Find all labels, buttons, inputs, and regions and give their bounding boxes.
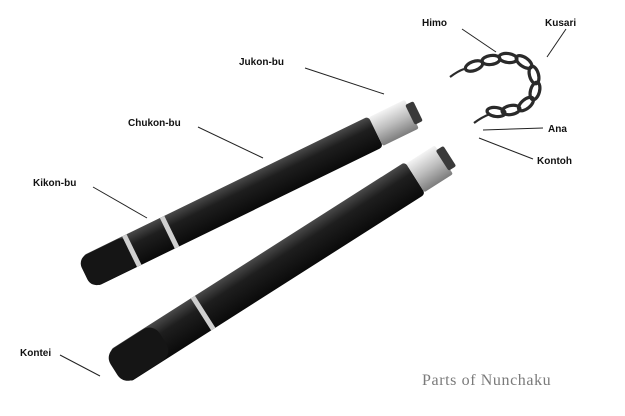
stick-lower-band bbox=[190, 295, 216, 331]
label-kontoh: Kontoh bbox=[537, 156, 572, 167]
stick-upper-band-2 bbox=[159, 215, 180, 249]
label-kontei: Kontei bbox=[20, 348, 51, 359]
leader-kikon-bu bbox=[92, 186, 148, 219]
stick-upper bbox=[80, 100, 423, 286]
leader-himo bbox=[461, 28, 497, 53]
chain-link-9 bbox=[485, 105, 507, 119]
chain-link-8 bbox=[500, 103, 522, 117]
leader-chukon-bu bbox=[197, 126, 264, 159]
leader-ana bbox=[482, 127, 544, 131]
stick-upper-body bbox=[83, 117, 382, 285]
stick-upper-band-1 bbox=[122, 234, 142, 267]
stick-lower-ferrule-cap bbox=[436, 146, 456, 171]
leader-kontei bbox=[59, 354, 101, 377]
leader-lines bbox=[59, 28, 567, 377]
label-chukon-bu: Chukon-bu bbox=[128, 118, 181, 129]
stick-upper-end-cap bbox=[80, 238, 138, 286]
diagram-caption: Parts of Nunchaku bbox=[422, 372, 551, 389]
stick-lower bbox=[108, 146, 456, 381]
part-labels: Himo Kusari Jukon-bu Chukon-bu Kikon-bu … bbox=[20, 18, 576, 359]
label-kusari: Kusari bbox=[545, 18, 576, 29]
label-jukon-bu: Jukon-bu bbox=[239, 57, 284, 68]
leader-kusari bbox=[546, 28, 567, 58]
label-kikon-bu: Kikon-bu bbox=[33, 178, 76, 189]
leader-kontoh bbox=[478, 137, 534, 160]
stick-lower-end-cap bbox=[108, 327, 169, 381]
label-ana: Ana bbox=[548, 124, 567, 135]
label-himo: Himo bbox=[422, 18, 447, 29]
stick-upper-ferrule bbox=[369, 100, 419, 146]
stick-lower-body bbox=[111, 163, 424, 381]
himo-cord-upper bbox=[449, 67, 465, 78]
chain bbox=[449, 51, 542, 124]
stick-upper-ferrule-cap bbox=[405, 101, 423, 125]
leader-jukon-bu bbox=[304, 67, 385, 95]
himo-cord-lower bbox=[473, 112, 491, 124]
